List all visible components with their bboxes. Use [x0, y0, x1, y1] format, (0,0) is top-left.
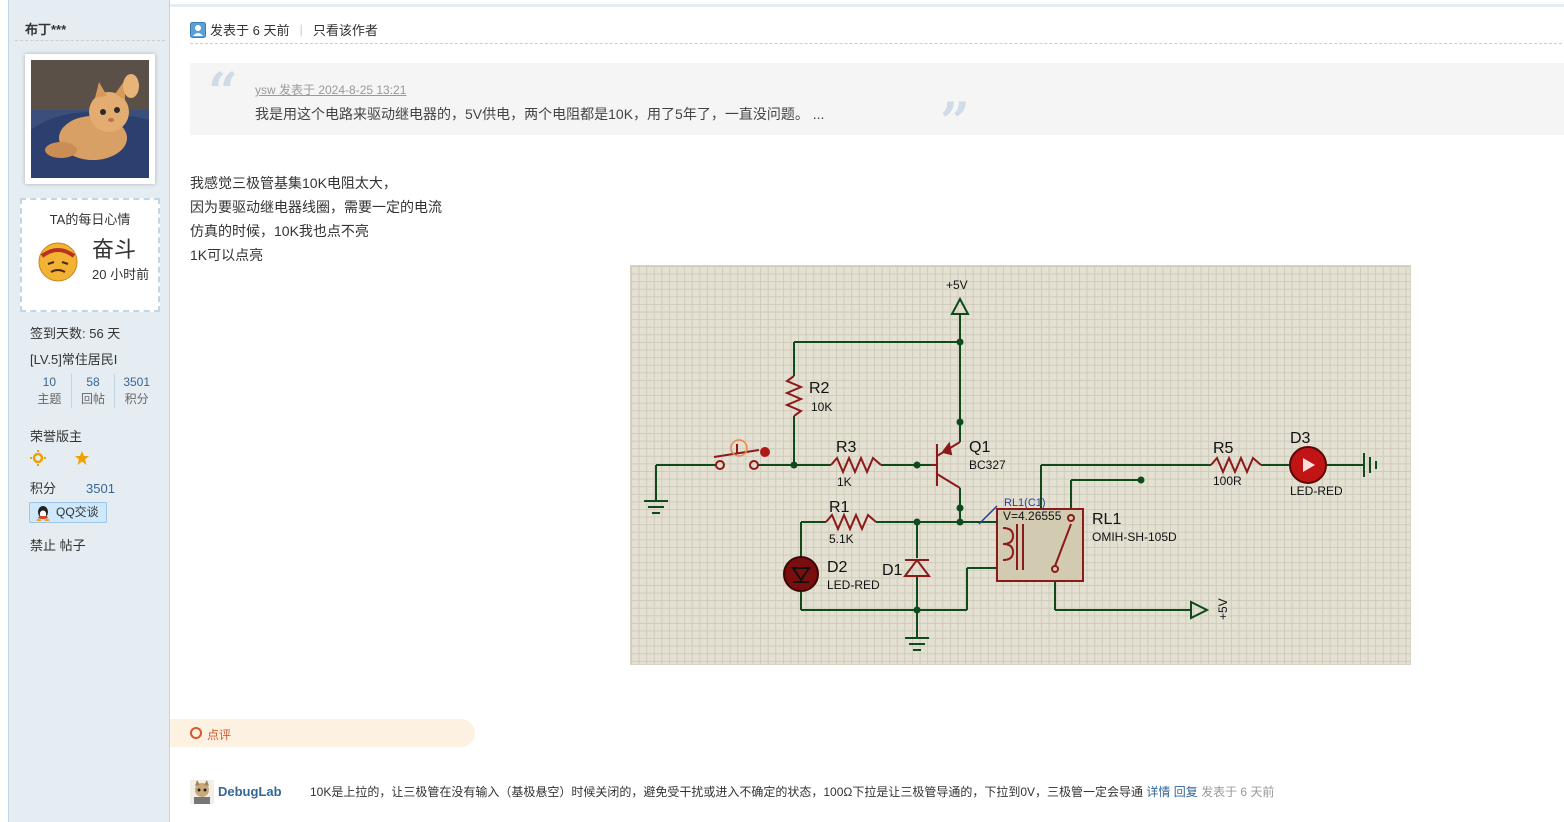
- label-q1-value: BC327: [969, 458, 1006, 472]
- label-r3-value: 1K: [837, 475, 852, 489]
- led-d3: [1289, 446, 1327, 484]
- label-rl1-probe: RL1(C1): [1004, 497, 1046, 509]
- mood-word: 奋斗: [92, 237, 137, 262]
- divider: [15, 40, 165, 41]
- avatar-kitten-image: [31, 60, 149, 178]
- wires: [644, 314, 1364, 651]
- detail-link[interactable]: 详情: [1146, 785, 1171, 799]
- qq-penguin-icon: [36, 506, 50, 521]
- mood-emoji-icon: [38, 242, 78, 282]
- label-r2: R2: [809, 380, 830, 397]
- junction-dots: [790, 338, 1145, 614]
- moon-icon: [58, 451, 65, 465]
- honor-title: 荣誉版主: [30, 429, 83, 444]
- quote-meta-link[interactable]: ysw 发表于 2024-8-25 13:21: [255, 83, 407, 97]
- daily-mood-box: TA的每日心情 奋斗 20 小时前: [20, 198, 160, 312]
- post-line: 1K可以点亮: [190, 247, 264, 263]
- post-header: 发表于 6 天前 | 只看该作者: [190, 20, 378, 39]
- schematic-drawing: +5V R2 10K R3 1K Q1 BC327 R1 5.1K D2 LED…: [644, 278, 1377, 651]
- stat-replies[interactable]: 58 回帖: [70, 374, 115, 408]
- username[interactable]: 布丁***: [25, 22, 67, 37]
- star-icon: [75, 451, 89, 465]
- relay-rl1: [978, 505, 1084, 582]
- comment-tab[interactable]: 点评: [170, 719, 475, 747]
- mood-time: 20 小时前: [92, 267, 150, 282]
- led-d2: [783, 556, 819, 592]
- close-quote-icon: ”: [940, 92, 970, 153]
- label-r2-value: 10K: [811, 400, 832, 414]
- label-d2: D2: [827, 559, 848, 576]
- label-r1: R1: [829, 499, 850, 516]
- qq-chat-label: QQ交谈: [56, 505, 99, 519]
- comment-time: 发表于 6 天前: [1201, 785, 1275, 799]
- circuit-schematic-image[interactable]: +5V R2 10K R3 1K Q1 BC327 R1 5.1K D2 LED…: [630, 265, 1411, 665]
- stat-points[interactable]: 3501 积分: [114, 374, 158, 408]
- top-border: [170, 4, 1564, 7]
- diode-d1: [903, 558, 931, 577]
- label-q1: Q1: [969, 439, 990, 456]
- signin-days: 签到天数: 56 天: [30, 326, 121, 341]
- avatar[interactable]: [25, 54, 155, 184]
- comment-circle-icon: [190, 727, 202, 739]
- quote-text: 我是用这个电路来驱动继电器的，5V供电，两个电阻都是10K，用了5年了，一直没问…: [255, 106, 825, 122]
- label-d3: D3: [1290, 430, 1311, 447]
- label-vcc-right: +5V: [1216, 598, 1230, 620]
- user-level[interactable]: [LV.5]常住居民I: [30, 352, 118, 367]
- open-quote-icon: “: [208, 62, 238, 123]
- user-stats: 10 主题 58 回帖 3501 积分: [28, 374, 158, 408]
- label-vcc-top: +5V: [946, 278, 968, 292]
- only-author-link[interactable]: 只看该作者: [312, 23, 378, 38]
- divider: [190, 43, 1562, 44]
- push-button: [713, 439, 760, 470]
- ground-right: [1363, 453, 1377, 477]
- mood-title: TA的每日心情: [49, 212, 131, 227]
- points-label: 积分: [30, 481, 57, 496]
- user-online-icon: [190, 21, 206, 38]
- post-line: 因为要驱动继电器线圈，需要一定的电流: [190, 199, 442, 215]
- label-r5-value: 100R: [1213, 474, 1242, 488]
- stat-threads[interactable]: 10 主题: [37, 375, 62, 406]
- post-body: 我感觉三极管基集10K电阻太大， 因为要驱动继电器线圈，需要一定的电流 仿真的时…: [190, 171, 442, 267]
- label-d3-value: LED-RED: [1290, 484, 1343, 498]
- label-rl1: RL1: [1092, 511, 1121, 528]
- post-line: 仿真的时候，10K我也点不亮: [190, 223, 369, 239]
- label-rl1-value: OMIH-SH-105D: [1092, 530, 1177, 544]
- post-line: 我感觉三极管基集10K电阻太大，: [190, 175, 397, 191]
- label-d2-value: LED-RED: [827, 578, 880, 592]
- label-r1-value: 5.1K: [829, 532, 854, 546]
- transistor-q1: [931, 441, 961, 489]
- resistors: [784, 375, 1262, 532]
- label-r3: R3: [836, 439, 857, 456]
- user-sidebar: 布丁*** TA的每日心情 奋斗 20 小时前 签到天数:: [8, 0, 170, 822]
- separator: |: [299, 22, 303, 37]
- commenter-avatar[interactable]: [190, 780, 214, 804]
- label-rl1-voltage: V=4.26555: [1003, 509, 1062, 523]
- points-row: 积分 3501: [30, 478, 115, 497]
- post-time: 发表于 6 天前: [210, 23, 290, 38]
- comment-text: 10K是上拉的，让三极管在没有输入（基极悬空）时候关闭的，避免受干扰或进入不确定…: [310, 785, 1144, 799]
- comment-tab-label: 点评: [207, 728, 232, 742]
- reply-link[interactable]: 回复: [1173, 785, 1198, 799]
- quote-block: “ ysw 发表于 2024-8-25 13:21 我是用这个电路来驱动继电器的…: [190, 62, 1564, 149]
- points-value[interactable]: 3501: [86, 481, 115, 496]
- ban-posts-link[interactable]: 禁止 帖子: [30, 538, 86, 553]
- honor-icons: [30, 450, 90, 466]
- sun-icon: [30, 450, 46, 466]
- label-d1: D1: [882, 562, 903, 579]
- commenter-name[interactable]: DebugLab: [218, 784, 282, 799]
- label-r5: R5: [1213, 440, 1234, 457]
- comment-text-row: 10K是上拉的，让三极管在没有输入（基极悬空）时候关闭的，避免受干扰或进入不确定…: [310, 783, 1274, 800]
- qq-chat-button[interactable]: QQ交谈: [29, 502, 107, 523]
- comment-item: DebugLab 10K是上拉的，让三极管在没有输入（基极悬空）时候关闭的，避免…: [190, 778, 1562, 806]
